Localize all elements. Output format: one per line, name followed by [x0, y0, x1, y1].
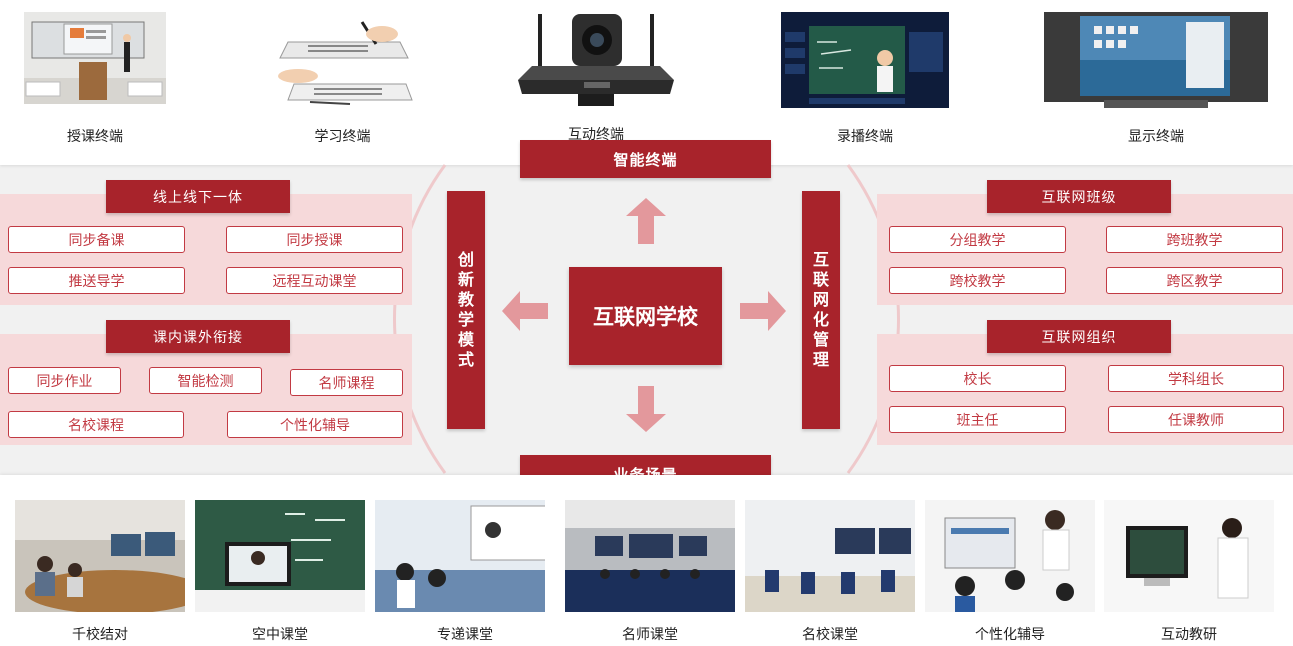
terminal-band: 授课终端 学习终端 互动终端 [0, 0, 1293, 165]
device-display-terminal: 显示终端 [1044, 12, 1268, 145]
subject-leader-chip: 学科组长 [1108, 365, 1284, 392]
scene-card: 专递课堂 [375, 500, 555, 644]
cross-district-chip: 跨区教学 [1106, 267, 1283, 294]
scene-card: 空中课堂 [195, 500, 365, 644]
scene-label: 互动教研 [1161, 627, 1217, 643]
recording-screen-icon [781, 12, 949, 108]
arrow-up-icon [626, 198, 666, 244]
air-classroom-photo-icon [195, 500, 365, 612]
scene-label: 名校课堂 [802, 627, 858, 643]
device-recording-terminal: 录播终端 [781, 12, 949, 145]
scene-card: 名师课堂 [565, 500, 735, 644]
scene-label: 名师课堂 [622, 627, 678, 643]
famous-school-photo-icon [745, 500, 915, 612]
interactive-research-photo-icon [1104, 500, 1274, 612]
arrow-right-icon [740, 291, 786, 331]
scene-label: 千校结对 [72, 627, 128, 643]
display-panel-icon [1044, 12, 1268, 108]
famous-school-course-chip: 名校课程 [8, 411, 184, 438]
scene-label: 空中课堂 [252, 627, 308, 643]
hub-ring-decoration [393, 164, 900, 474]
innovative-teaching-label: 创新教学模式 [457, 250, 474, 369]
remote-classroom-chip: 远程互动课堂 [226, 267, 403, 294]
device-learning-terminal: 学习终端 [270, 12, 415, 145]
conference-photo-icon [15, 500, 205, 614]
device-label: 显示终端 [1128, 129, 1184, 145]
famous-teacher-photo-icon [565, 500, 735, 612]
device-label: 录播终端 [837, 129, 893, 145]
tutoring-photo-icon [925, 500, 1095, 612]
arrow-down-icon [626, 386, 666, 432]
writing-tablet-icon [278, 21, 413, 105]
device-label: 互动终端 [568, 127, 624, 143]
personal-tutoring-chip: 个性化辅导 [227, 411, 403, 438]
group-teaching-chip: 分组教学 [889, 226, 1066, 253]
scene-card: 互动教研 [1104, 500, 1274, 644]
arrow-left-icon [502, 291, 548, 331]
scene-label: 个性化辅导 [975, 627, 1045, 643]
push-guide-chip: 推送导学 [8, 267, 185, 294]
smart-test-chip: 智能检测 [149, 367, 262, 394]
internet-class-title: 互联网班级 [987, 180, 1171, 213]
scene-card: 个性化辅导 [925, 500, 1095, 644]
head-teacher-chip: 班主任 [889, 406, 1066, 433]
internet-org-title: 互联网组织 [987, 320, 1171, 353]
innovative-teaching-bar: 创新教学模式 [447, 191, 485, 429]
camera-box-icon [518, 14, 674, 106]
famous-teacher-course-chip: 名师课程 [290, 369, 403, 396]
internet-school-center: 互联网学校 [569, 267, 722, 365]
internet-management-bar: 互联网化管理 [802, 191, 840, 429]
scene-card: 千校结对 [15, 500, 205, 644]
device-label: 授课终端 [67, 129, 123, 145]
sync-homework-chip: 同步作业 [8, 367, 121, 394]
sync-teaching-chip: 同步授课 [226, 226, 403, 253]
smart-terminal-bar: 智能终端 [520, 140, 771, 178]
cross-class-chip: 跨班教学 [1106, 226, 1283, 253]
internet-management-label: 互联网化管理 [812, 250, 829, 369]
subject-teacher-chip: 任课教师 [1108, 406, 1284, 433]
sync-prep-chip: 同步备课 [8, 226, 185, 253]
online-offline-title: 线上线下一体 [106, 180, 290, 213]
principal-chip: 校长 [889, 365, 1066, 392]
device-interactive-terminal: 互动终端 [510, 10, 682, 143]
classroom-blackboard-icon [24, 12, 166, 104]
device-label: 学习终端 [314, 129, 371, 145]
in-out-class-title: 课内课外衔接 [106, 320, 290, 353]
scene-card: 名校课堂 [745, 500, 915, 644]
scene-label: 专递课堂 [437, 627, 493, 643]
device-teaching-terminal: 授课终端 [24, 12, 166, 145]
cross-school-chip: 跨校教学 [889, 267, 1066, 294]
delivery-classroom-photo-icon [375, 500, 555, 612]
